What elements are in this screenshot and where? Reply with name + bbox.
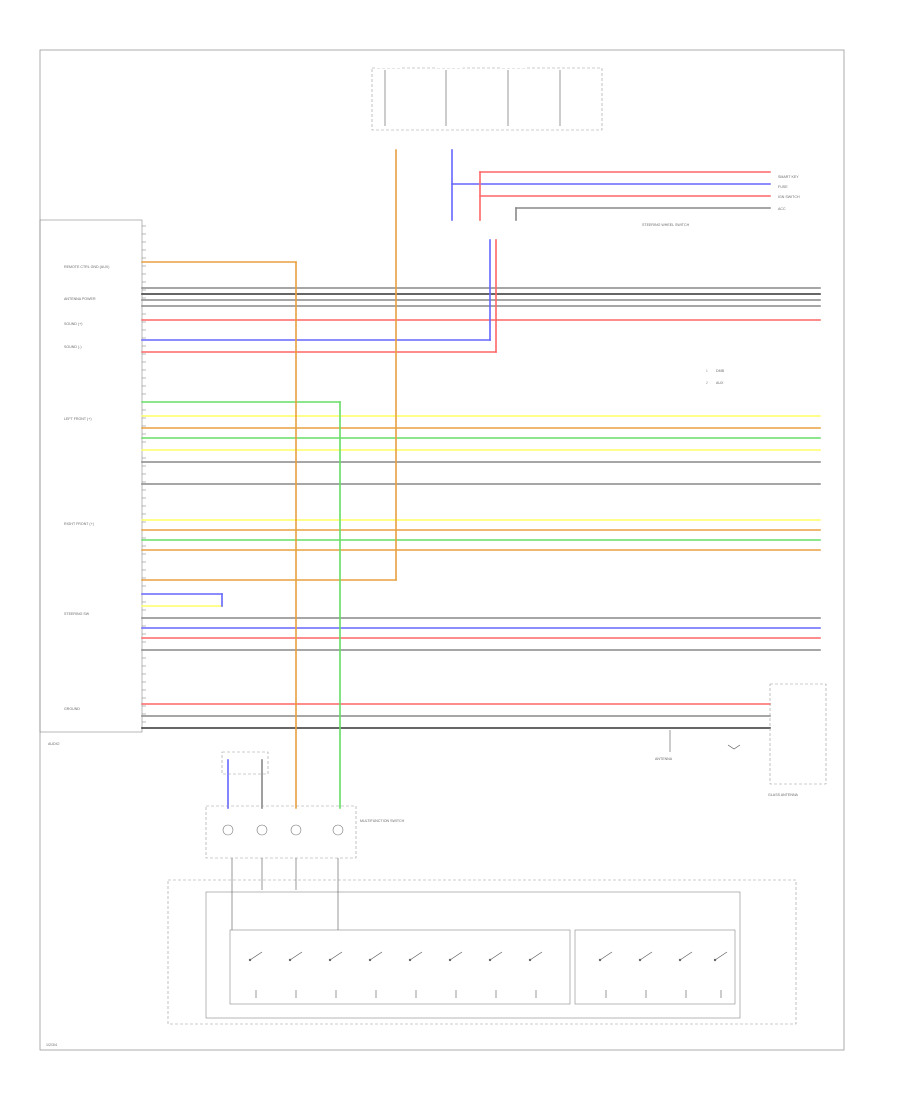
steering-switch-frame — [205, 891, 741, 1019]
switch-node — [678, 958, 682, 962]
switch-contact — [249, 951, 263, 961]
switch-contact — [329, 951, 343, 961]
right-label-0: SMART KEY — [778, 175, 799, 179]
right-label-2: IGN SWITCH — [778, 195, 800, 199]
switch-node — [408, 958, 412, 962]
radio-unit — [39, 219, 143, 733]
switch-contact — [409, 951, 423, 961]
left-label-3: SOUND (-) — [64, 345, 82, 349]
connector-label-3: ANTENNA — [655, 757, 673, 761]
switch-contact — [529, 951, 543, 961]
fuse-box — [371, 67, 603, 131]
footer-label: 1/2/3/4 — [46, 1043, 57, 1047]
switch-node — [638, 958, 642, 962]
legend-item-1: AUX — [716, 381, 724, 385]
switch-node — [328, 958, 332, 962]
right-label-group: SMART KEY FUSE IGN SWITCH ACC — [778, 175, 800, 211]
switch-contact — [639, 951, 653, 961]
fuse-box-text — [376, 64, 561, 126]
legend-item-0: DMB — [716, 369, 725, 373]
left-label-2: SOUND (+) — [64, 322, 82, 326]
left-label-5: RIGHT FRONT (+) — [64, 522, 94, 526]
switch-contact — [449, 951, 463, 961]
switch-contact — [679, 951, 693, 961]
antenna-ground — [727, 744, 741, 750]
left-label-0: REMOTE CTRL GND (AUX) — [64, 265, 109, 269]
switch-circles — [222, 824, 344, 836]
switch-contact — [714, 951, 728, 961]
svg-text:1: 1 — [706, 369, 708, 373]
legend: 1 DMB 2 AUX — [706, 369, 725, 385]
connector-label-2: GLASS ANTENNA — [768, 793, 799, 797]
switch-node — [528, 958, 532, 962]
switch-node — [713, 958, 717, 962]
left-label-group: REMOTE CTRL GND (AUX) ANTENNA POWER SOUN… — [64, 265, 109, 711]
antenna-amp-box — [221, 751, 269, 775]
multifunction-switch — [205, 805, 357, 859]
right-label-3: ACC — [778, 207, 786, 211]
switch-node — [488, 958, 492, 962]
left-label-7: GROUND — [64, 707, 80, 711]
switch-node — [448, 958, 452, 962]
switch-node — [598, 958, 602, 962]
switch-contact — [289, 951, 303, 961]
connector-label-0: STEERING WHEEL SWITCH — [642, 223, 690, 227]
switch-contact — [369, 951, 383, 961]
vertical-wires — [221, 149, 517, 809]
steering-switch-right — [574, 929, 736, 1005]
left-label-6: STEERING SW — [64, 612, 90, 616]
switch-node — [248, 958, 252, 962]
radio-label: AUDIO — [48, 742, 60, 746]
steering-switch-left — [229, 929, 571, 1005]
switch-contacts — [248, 951, 728, 998]
horizontal-wires — [141, 171, 821, 729]
switch-contact — [599, 951, 613, 961]
switch-contact — [489, 951, 503, 961]
glass-antenna-box — [769, 683, 827, 785]
switch-node — [368, 958, 372, 962]
switch-node — [288, 958, 292, 962]
connector-label-1: MULTIFUNCTION SWITCH — [360, 819, 405, 823]
svg-text:2: 2 — [706, 381, 708, 385]
left-label-4: LEFT FRONT (+) — [64, 417, 92, 421]
steering-switch-outer — [167, 879, 797, 1025]
left-label-1: ANTENNA POWER — [64, 297, 96, 301]
right-label-1: FUSE — [778, 185, 788, 189]
